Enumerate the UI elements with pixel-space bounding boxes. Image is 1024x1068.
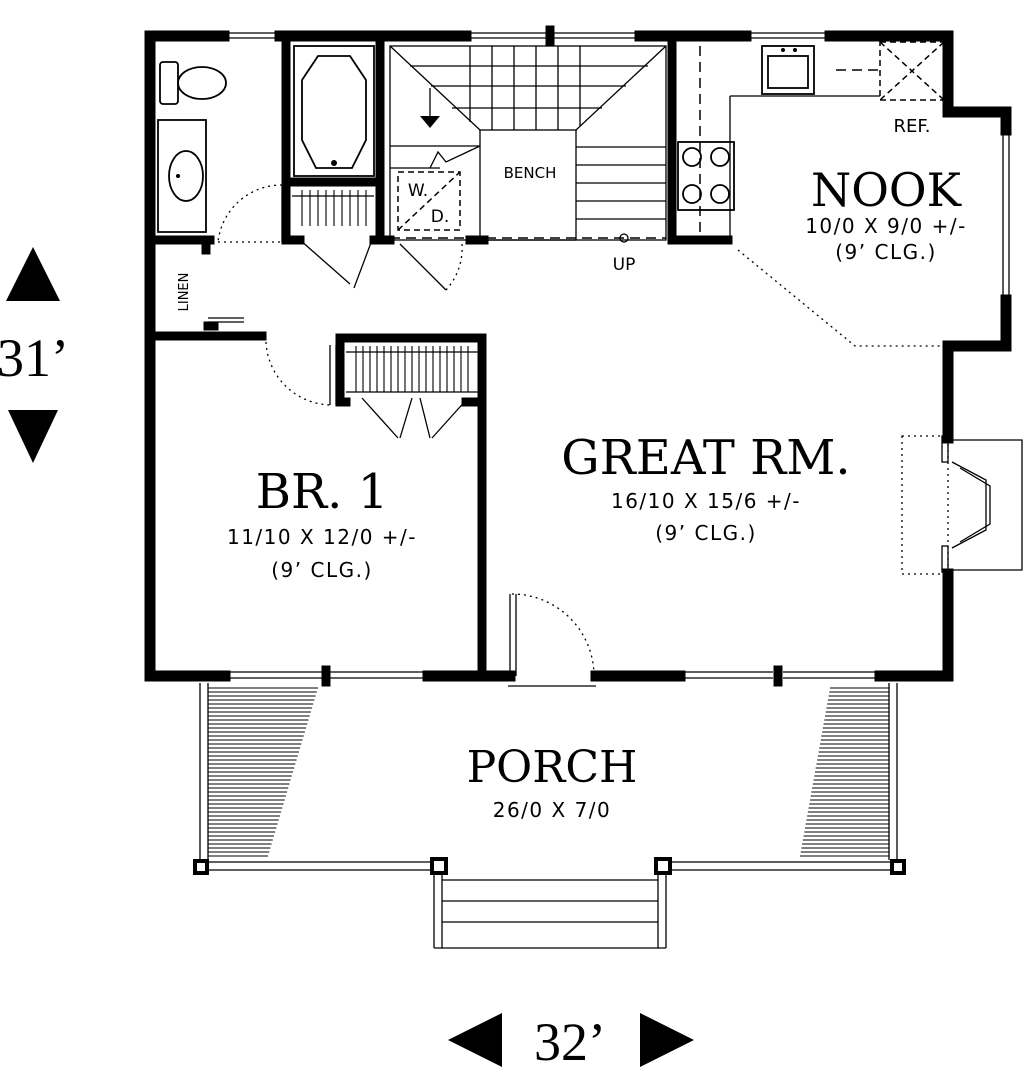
refrigerator-label: REF. (893, 116, 930, 137)
height-label: 31’ (0, 328, 69, 388)
great-room-ceiling: (9’ CLG.) (655, 521, 757, 545)
staircase (389, 45, 667, 243)
great-room-size: 16/10 X 15/6 +/- (611, 489, 801, 513)
bedroom-closet (346, 346, 478, 393)
stairs-up-label: UP (613, 255, 636, 275)
range-cooktop (677, 141, 735, 211)
refrigerator (879, 41, 945, 101)
arrow-right-icon (640, 1013, 694, 1067)
porch-area (193, 683, 906, 949)
kitchen-counter (699, 46, 880, 240)
bathroom-sink (157, 119, 207, 233)
nook-size: 10/0 X 9/0 +/- (805, 214, 967, 238)
bedroom-size: 11/10 X 12/0 +/- (227, 525, 417, 549)
arrow-up-icon (6, 247, 60, 301)
bench-label: BENCH (504, 164, 557, 182)
porch-side-steps-left (208, 687, 318, 857)
great-room-name: GREAT RM. (561, 430, 850, 486)
bedroom-name: BR. 1 (256, 464, 388, 520)
bath-closet (292, 190, 374, 226)
toilet (159, 61, 227, 105)
front-steps (433, 870, 667, 949)
height-dimension: 31’ (0, 247, 69, 463)
width-dimension: 32’ (448, 1012, 694, 1068)
exterior-walls (144, 25, 1012, 687)
porch-size: 26/0 X 7/0 (493, 798, 612, 822)
bedroom-ceiling: (9’ CLG.) (271, 558, 373, 582)
dryer-label: D. (431, 207, 450, 227)
bathtub (293, 45, 375, 177)
porch-name: PORCH (467, 742, 638, 793)
nook-ceiling: (9’ CLG.) (835, 240, 937, 264)
interior-walls (151, 41, 733, 677)
nook-name: NOOK (811, 163, 963, 217)
arrow-down-icon (8, 410, 58, 463)
arrow-left-icon (448, 1013, 502, 1067)
fireplace (901, 435, 1023, 575)
entry-door (508, 593, 596, 687)
washer-dryer (397, 171, 461, 231)
linen-label: LINEN (177, 273, 192, 312)
porch-side-steps-right (800, 687, 889, 857)
kitchen-sink (761, 45, 815, 95)
washer-label: W. (408, 181, 428, 201)
width-label: 32’ (534, 1012, 606, 1068)
